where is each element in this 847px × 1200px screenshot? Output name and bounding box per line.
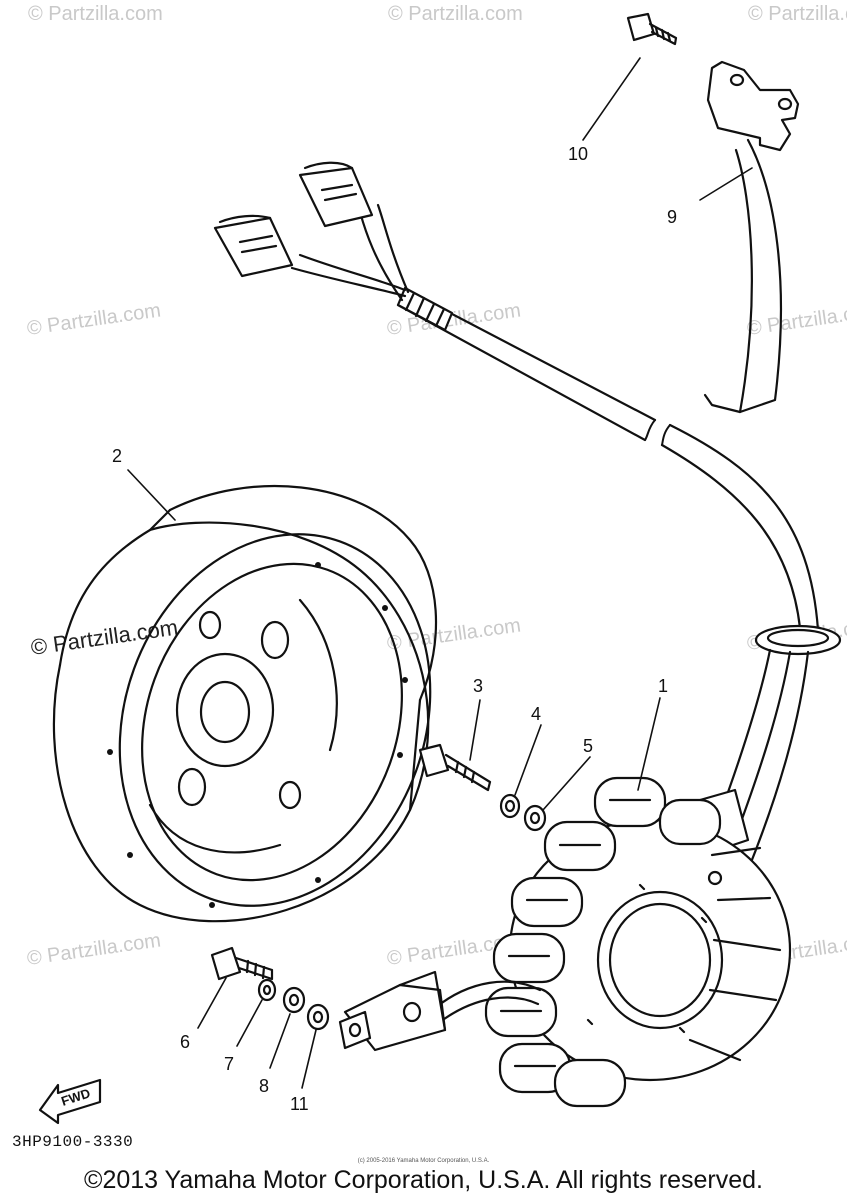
watermark: © Partzilla.com — [26, 299, 163, 340]
callout-7: 7 — [224, 1054, 234, 1074]
washer-part-5 — [523, 804, 547, 832]
screw-part-10 — [626, 12, 678, 46]
watermark: © Partzilla.com — [746, 299, 847, 340]
fwd-arrow-icon — [38, 1078, 102, 1125]
copyright-notice: ©2013 Yamaha Motor Corporation, U.S.A. A… — [84, 1166, 763, 1194]
watermark: © Partzilla.com — [26, 929, 163, 970]
callout-2: 2 — [112, 446, 122, 466]
pickup-coil — [338, 970, 542, 1052]
watermark: © Partzilla.com — [388, 3, 523, 25]
small-copyright: (c) 2005-2016 Yamaha Motor Corporation, … — [357, 1158, 490, 1164]
flywheel-part-2 — [52, 484, 438, 923]
callout-5: 5 — [583, 736, 593, 756]
callout-6: 6 — [180, 1032, 190, 1052]
washer-part-11 — [306, 1003, 330, 1031]
callout-4: 4 — [531, 704, 541, 724]
diagram-part-code: 3HP9100-3330 — [12, 1133, 134, 1151]
callout-9: 9 — [667, 207, 677, 227]
stator-part-1 — [484, 776, 792, 1108]
callout-11: 11 — [290, 1094, 309, 1114]
screw-part-6 — [210, 946, 274, 981]
leader-lines — [127, 57, 753, 1089]
bracket-part-9 — [703, 60, 800, 414]
watermark: © Partzilla.com — [386, 614, 523, 655]
callout-10: 10 — [568, 144, 588, 164]
callout-1: 1 — [658, 676, 668, 696]
washer-part-4 — [499, 793, 521, 819]
callout-3: 3 — [473, 676, 483, 696]
callout-numbers: 10 9 2 3 4 5 1 6 7 8 11 — [112, 144, 677, 1114]
callout-8: 8 — [259, 1076, 269, 1096]
washer-part-7 — [257, 978, 277, 1002]
watermark: © Partzilla.com — [748, 3, 847, 25]
wire-harness — [213, 161, 842, 872]
bolt-part-3 — [418, 743, 492, 792]
watermark: © Partzilla.com — [28, 3, 163, 25]
washer-part-8 — [282, 986, 306, 1014]
